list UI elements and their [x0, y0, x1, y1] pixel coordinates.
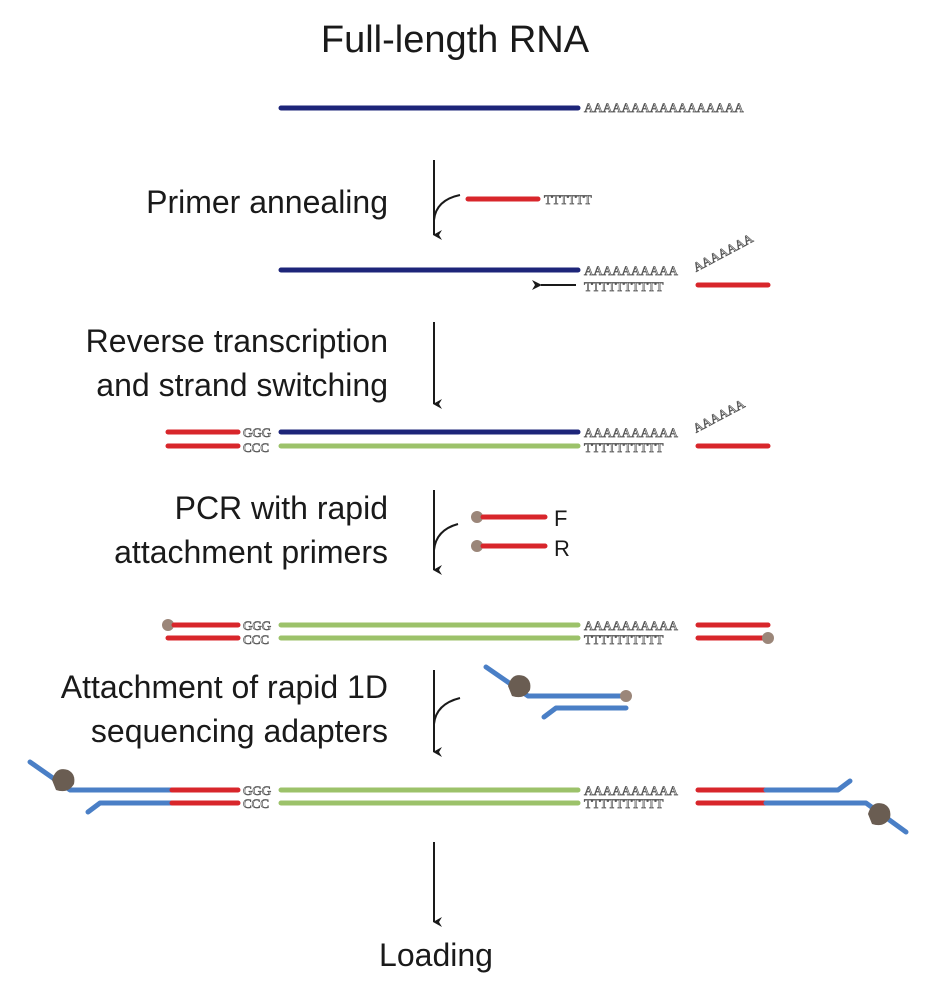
stage-adapted: GGG CCC AAAAAAAAAA TTTTTTTTTT — [27, 759, 909, 835]
oligo-t-label-4: TTTTTTTTTT — [584, 796, 663, 811]
step-label-3a: PCR with rapid — [175, 490, 388, 526]
oligo-t-paired-label-2: TTTTTTTTTT — [584, 440, 663, 455]
ggg-label-1: GGG — [243, 425, 271, 440]
step-label-3b: attachment primers — [114, 534, 388, 570]
bead-left — [162, 619, 174, 631]
polya-label-3: AAAAAAAAAA — [584, 618, 678, 633]
motor-protein-icon — [508, 675, 531, 698]
step-primer-annealing: Primer annealing TTTTTT — [146, 160, 592, 240]
left-adapter-top — [27, 759, 175, 793]
motor-protein-left-icon — [52, 769, 75, 792]
stage-rna: AAAAAAAAAAAAAAAAA — [278, 100, 745, 115]
oligo-dt-label: TTTTTT — [544, 192, 592, 207]
polya-tail-label: AAAAAAAAAAAAAAAAA — [584, 100, 744, 115]
adapter-bead — [620, 690, 632, 702]
oligo-t-label-3: TTTTTTTTTT — [584, 632, 663, 647]
step-label-2a: Reverse transcription — [86, 323, 388, 359]
step-label-1: Primer annealing — [146, 184, 388, 220]
ggg-label-3: GGG — [243, 783, 271, 798]
left-adapter-bottom — [85, 800, 175, 815]
step-label-2b: and strand switching — [96, 367, 388, 403]
stage-annealed: AAAAAAAAAA AAAAAAA TTTTTTTTTT — [278, 230, 771, 294]
polya-overhang-label: AAAAAAA — [690, 230, 756, 274]
step-label-4a: Attachment of rapid 1D — [61, 669, 388, 705]
ccc-label-3: CCC — [243, 796, 269, 811]
motor-protein-right-icon — [868, 803, 891, 826]
polya-paired-label: AAAAAAAAAA — [584, 263, 678, 278]
merge-curve-4 — [433, 697, 461, 725]
polya-label-4: AAAAAAAAAA — [584, 783, 678, 798]
reverse-primer-label: R — [554, 536, 570, 561]
merge-curve-1 — [433, 194, 461, 221]
bead-forward-primer — [471, 511, 483, 523]
ccc-label-1: CCC — [243, 440, 269, 455]
bead-reverse-primer — [471, 540, 483, 552]
right-adapter-bottom — [763, 800, 909, 835]
polya-overhang-label-2: AAAAAA — [690, 396, 747, 436]
forward-primer-label: F — [554, 506, 567, 531]
polya-paired-label-2: AAAAAAAAAA — [584, 425, 678, 440]
ggg-label-2: GGG — [243, 618, 271, 633]
step-label-4b: sequencing adapters — [91, 713, 388, 749]
step-pcr: PCR with rapid attachment primers F R — [114, 490, 570, 575]
adapter-bottom-strand — [541, 705, 629, 720]
adapter-top-strand — [483, 664, 623, 699]
loading-label: Loading — [379, 937, 493, 973]
bead-right — [762, 632, 774, 644]
ccc-label-2: CCC — [243, 632, 269, 647]
step-adapter-attachment: Attachment of rapid 1D sequencing adapte… — [61, 664, 632, 757]
stage-amplified: GGG CCC AAAAAAAAAA TTTTTTTTTT — [162, 618, 774, 647]
stage-strand-switch: GGG CCC AAAAAAAAAA AAAAAA TTTTTTTTTT — [165, 395, 771, 455]
step-loading: Loading — [379, 842, 493, 973]
diagram-title: Full-length RNA — [321, 19, 590, 61]
merge-curve-3 — [433, 523, 459, 551]
oligo-t-paired-label: TTTTTTTTTT — [584, 279, 663, 294]
right-adapter-top — [763, 778, 853, 793]
step-reverse-transcription: Reverse transcription and strand switchi… — [86, 322, 442, 409]
